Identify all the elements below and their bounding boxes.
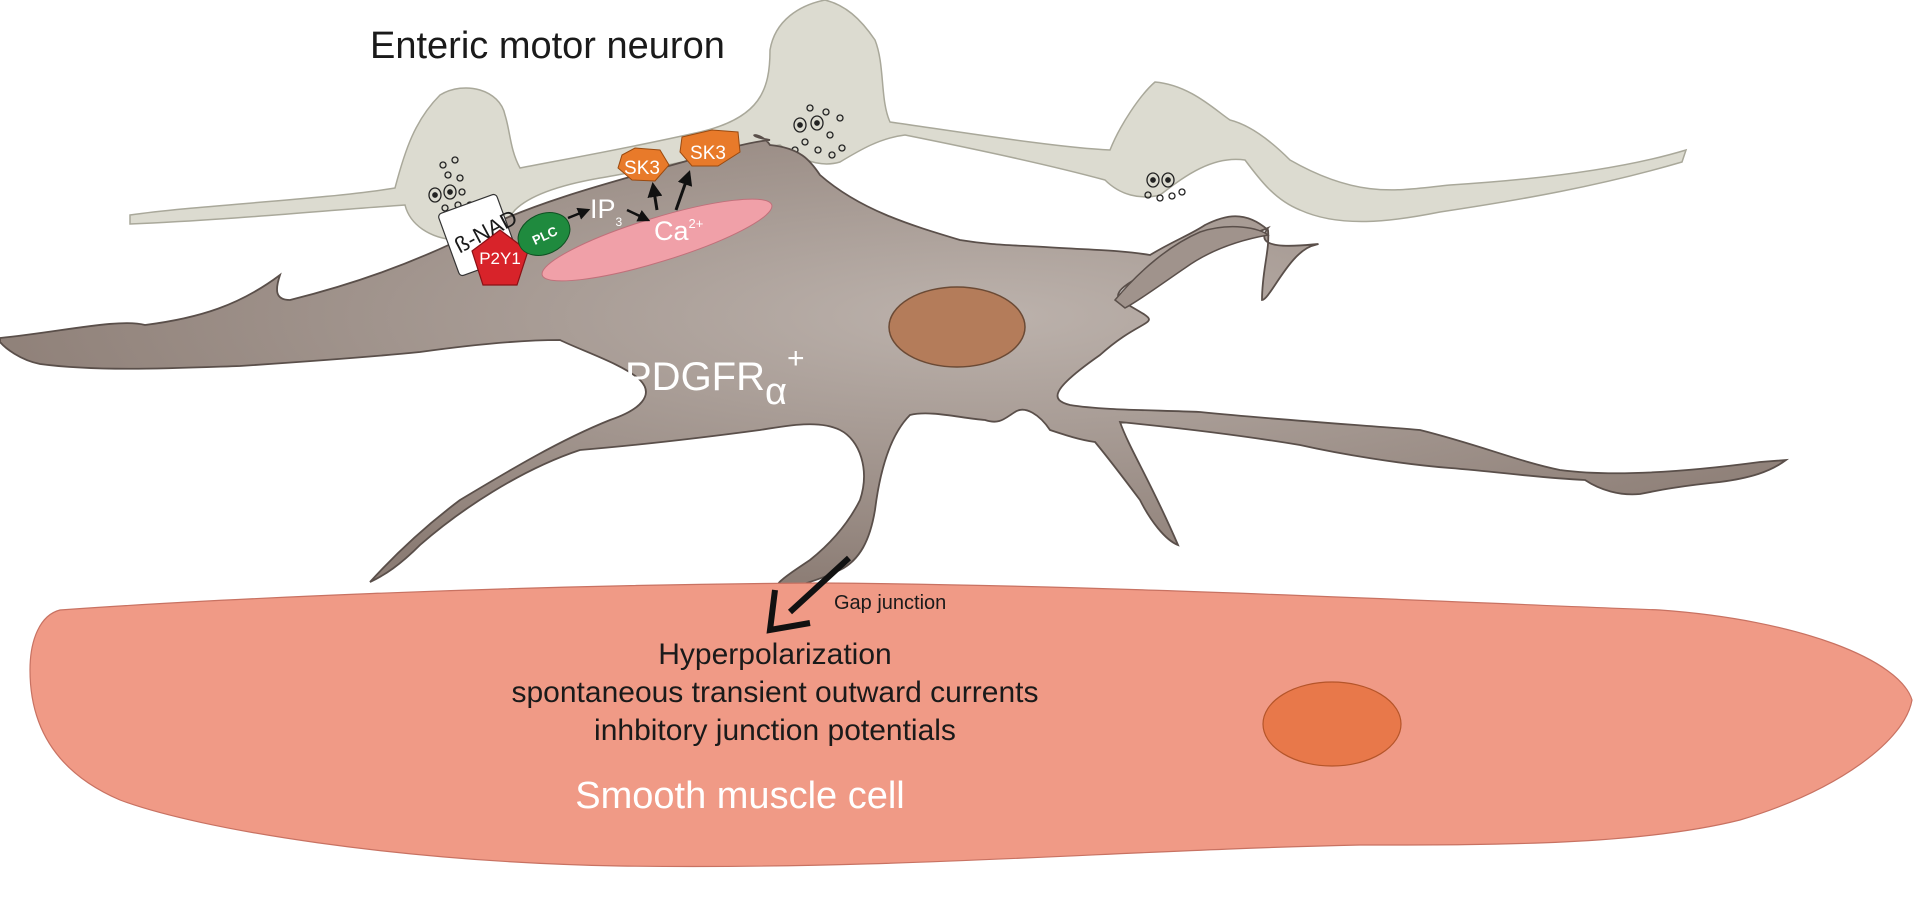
sk3-b-label: SK3: [690, 143, 726, 164]
plc-to-ip3-arrow: [567, 207, 591, 220]
neuron-label: Enteric motor neuron: [370, 25, 725, 67]
plc-enzyme: PLC: [517, 212, 571, 256]
endoplasmic-reticulum: [541, 198, 773, 282]
pdgfr-nucleus: [888, 286, 1026, 368]
ca-to-sk3-a-arrow: [647, 182, 663, 211]
enteric-motor-neuron: Enteric motor neuron: [129, 0, 1688, 241]
pdgfr-upper-process: [1113, 226, 1270, 309]
signaling-components: ß-NAD P2Y1 PLC IP3 Ca2+ SK3 SK3: [438, 129, 741, 286]
pdgfr-label: PDGFRα+: [625, 342, 805, 413]
ca-label: Ca2+: [654, 216, 703, 246]
sk3-a-label: SK3: [624, 158, 660, 179]
gap-junction-arrowhead: [766, 589, 811, 634]
gap-junction: Gap junction: [766, 555, 946, 634]
neuron-body: [129, 0, 1688, 241]
ip3-label: IP3: [590, 194, 623, 229]
sk3-channel-b: SK3: [679, 129, 741, 167]
sk3-channel-a: SK3: [617, 147, 670, 182]
vesicle-cluster-3: [1144, 172, 1186, 202]
pdgfr-cell-body: [0, 134, 1790, 590]
p2y1-label: P2Y1: [479, 249, 521, 268]
effect-line-2: spontaneous transient outward currents: [512, 676, 1039, 709]
ca-to-sk3-b-arrow: [674, 170, 693, 211]
effect-line-3: inhbitory junction potentials: [594, 714, 956, 747]
smooth-muscle-label: Smooth muscle cell: [575, 775, 904, 817]
pdgfr-cell: PDGFRα+: [0, 134, 1790, 590]
smooth-muscle-cell: Hyperpolarization spontaneous transient …: [29, 582, 1913, 868]
smooth-muscle-nucleus: [1262, 681, 1402, 767]
effect-line-1: Hyperpolarization: [658, 638, 891, 671]
vesicle-cluster-1: [428, 156, 474, 212]
p2y1-receptor: P2Y1: [471, 229, 529, 286]
ip3-to-ca-arrow: [626, 208, 651, 222]
gap-junction-label: Gap junction: [834, 592, 946, 614]
gap-junction-arrow: [787, 555, 852, 615]
smooth-muscle-body: [29, 582, 1913, 868]
